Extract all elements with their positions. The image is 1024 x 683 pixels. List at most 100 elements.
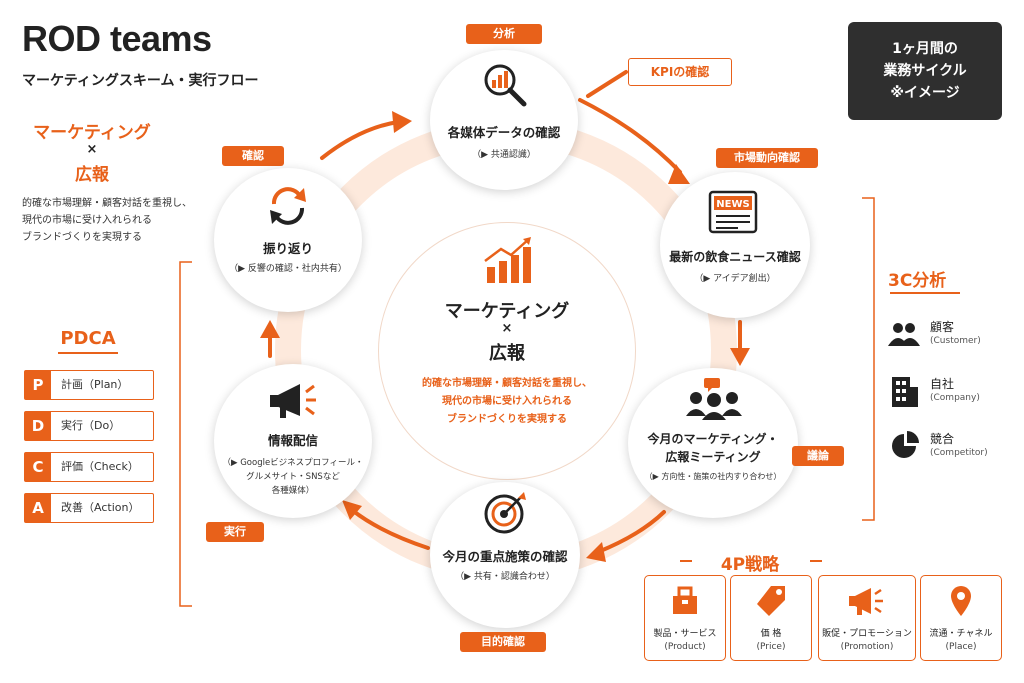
step-meeting: 今月のマーケティング・ 広報ミーティング （▶ 方向性・施策の社内すり合わせ） <box>628 368 798 518</box>
step-market: NEWS 最新の飲食ニュース確認 （▶ アイデア創出） <box>660 172 810 318</box>
step-market-title: 最新の飲食ニュース確認 <box>669 250 801 264</box>
tag-focus: 目的確認 <box>460 632 546 652</box>
p4-en: (Price) <box>756 642 786 652</box>
pdca-row: C 評価（Check） <box>24 452 154 482</box>
step-market-sub: （▶ アイデア創出） <box>694 274 776 284</box>
p4-label: 流通・チャネル <box>929 629 993 639</box>
p4-deco-right <box>810 560 822 562</box>
refresh-icon <box>270 187 306 225</box>
pdca-label: 計画（Plan） <box>61 378 129 391</box>
magnifier-chart-icon <box>484 64 527 107</box>
kpi-leader-line <box>586 70 628 98</box>
tag-market: 市場動向確認 <box>716 148 818 168</box>
promotion-megaphone-icon <box>849 588 883 615</box>
step-review: 振り返り （▶ 反響の確認・社内共有） <box>214 168 362 312</box>
tag-distribution: 実行 <box>206 522 264 542</box>
step-meeting-title-1: 今月のマーケティング・ <box>647 432 779 446</box>
tag-analysis: 分析 <box>466 24 542 44</box>
center-times: × <box>501 321 513 336</box>
c3-item-customer: 顧客 (Customer) <box>888 318 1008 354</box>
c3-en: (Competitor) <box>930 448 988 458</box>
distribution-sub-line: （▶ Googleビジネスプロフィール・ <box>222 458 364 468</box>
cycle-line3: ※イメージ <box>890 85 960 101</box>
price-tag-icon <box>757 586 785 616</box>
step-analysis: 各媒体データの確認 （▶ 共通認識） <box>430 50 578 190</box>
pdca-letter: D <box>25 412 51 440</box>
arrow-focus-to-distribution <box>350 508 430 550</box>
intro-heading-1: マーケティング <box>33 123 151 143</box>
newspaper-icon: NEWS <box>708 190 758 234</box>
c3-item-competitor: 競合 (Competitor) <box>888 430 1008 466</box>
pdca-row: P 計画（Plan） <box>24 370 154 400</box>
p4-en: (Product) <box>664 642 706 652</box>
tag-kpi: KPIの確認 <box>628 58 732 86</box>
team-meeting-icon <box>686 378 742 420</box>
step-analysis-sub: （▶ 共通認識） <box>472 150 536 160</box>
pdca-letter: C <box>25 453 51 481</box>
p4-label: 価 格 <box>760 629 782 639</box>
growth-chart-icon <box>484 237 531 283</box>
step-meeting-sub: （▶ 方向性・施策の社内すり合わせ） <box>644 472 782 481</box>
step-focus-title: 今月の重点施策の確認 <box>442 549 568 564</box>
pdca-underline <box>58 352 118 354</box>
pdca-row: D 実行（Do） <box>24 411 154 441</box>
megaphone-icon <box>270 384 316 418</box>
intro-heading-2: 広報 <box>75 165 109 185</box>
c3-label: 競合 <box>930 432 955 446</box>
center-title-1: マーケティング <box>444 301 570 322</box>
intro-times: × <box>86 142 98 157</box>
pdca-letter: P <box>25 371 51 399</box>
step-focus: 今月の重点施策の確認 （▶ 共有・認識合わせ） <box>430 482 580 628</box>
p4-card-place: 流通・チャネル (Place) <box>920 575 1002 661</box>
c3-item-company: 自社 (Company) <box>888 375 1008 411</box>
c3-label: 顧客 <box>930 320 955 334</box>
c3-en: (Customer) <box>930 336 981 346</box>
p4-en: (Place) <box>945 642 977 652</box>
center-desc-line: ブランドづくりを実現する <box>447 414 567 425</box>
pdca-label: 評価（Check） <box>61 460 139 473</box>
tag-meeting: 議論 <box>792 446 844 466</box>
cycle-badge: 1ヶ月間の 業務サイクル ※イメージ <box>848 22 1002 120</box>
cycle-line2: 業務サイクル <box>883 63 967 79</box>
page-subtitle: マーケティングスキーム・実行フロー <box>22 73 259 89</box>
intro-desc-line: 的確な市場理解・顧客対話を重視し、 <box>22 198 192 209</box>
target-icon <box>484 492 526 534</box>
product-box-icon <box>673 586 697 614</box>
page-title: ROD teams <box>22 18 212 59</box>
cycle-line1: 1ヶ月間の <box>892 41 958 57</box>
distribution-sub-line: 各種媒体） <box>271 486 315 496</box>
people-icon <box>888 323 920 346</box>
pie-chart-icon <box>892 431 919 458</box>
arrowhead <box>392 111 412 133</box>
p4-title: 4P戦略 <box>720 555 780 575</box>
p4-label: 販促・プロモーション <box>822 629 912 639</box>
pdca-label: 実行（Do） <box>61 419 121 432</box>
center-desc-line: 現代の市場に受け入れられる <box>442 396 572 407</box>
center-title-2: 広報 <box>489 343 525 364</box>
step-meeting-title-2: 広報ミーティング <box>665 450 761 464</box>
arrow-meeting-to-focus <box>596 510 666 554</box>
distribution-sub-line: グルメサイト・SNSなど <box>246 472 340 482</box>
step-review-title: 振り返り <box>262 241 313 256</box>
step-distribution-title: 情報配信 <box>267 433 318 448</box>
building-icon <box>892 377 918 407</box>
p4-card-product: 製品・サービス (Product) <box>644 575 726 661</box>
p4-card-promotion: 販促・プロモーション (Promotion) <box>818 575 916 661</box>
intro-desc-line: ブランドづくりを実現する <box>22 232 142 243</box>
c3-underline <box>890 292 960 294</box>
step-distribution-sub: （▶ Googleビジネスプロフィール・ グルメサイト・SNSなど 各種媒体） <box>214 456 372 498</box>
center-desc-line: 的確な市場理解・顧客対話を重視し、 <box>422 378 592 389</box>
step-analysis-title: 各媒体データの確認 <box>447 125 561 140</box>
step-review-sub: （▶ 反響の確認・社内共有） <box>229 264 347 274</box>
tag-review: 確認 <box>222 146 284 166</box>
step-distribution: 情報配信 （▶ Googleビジネスプロフィール・ グルメサイト・SNSなど 各… <box>214 364 372 518</box>
arrow-review-to-analysis <box>320 120 400 160</box>
arrow-analysis-to-market <box>578 98 682 174</box>
intro-desc-line: 現代の市場に受け入れられる <box>22 215 152 226</box>
p4-en: (Promotion) <box>840 642 894 652</box>
p4-card-price: 価 格 (Price) <box>730 575 812 661</box>
step-focus-sub: （▶ 共有・認識合わせ） <box>455 572 555 582</box>
p4-deco-left <box>680 560 692 562</box>
c3-label: 自社 <box>930 377 955 391</box>
pdca-title: PDCA <box>60 328 116 349</box>
